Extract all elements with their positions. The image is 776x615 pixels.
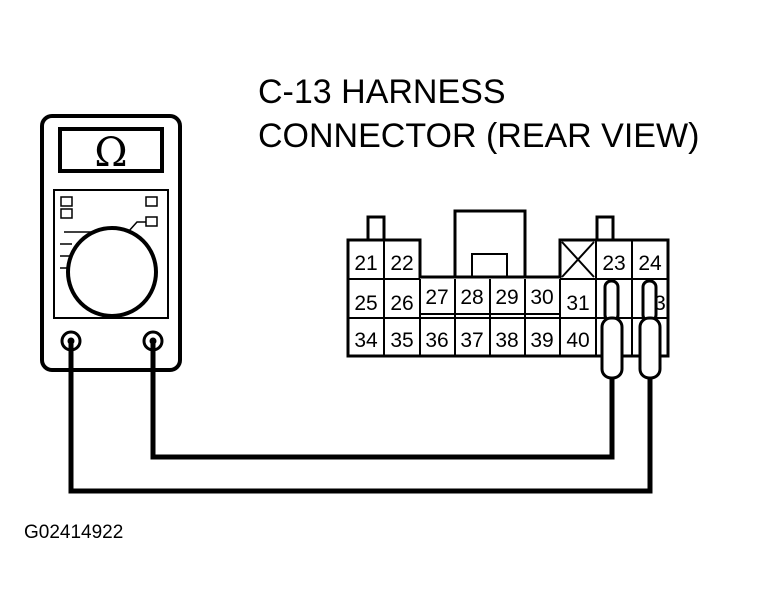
- probe-pin-23: [600, 279, 624, 380]
- pin-28-label: 28: [460, 286, 483, 309]
- figure-code: G02414922: [24, 522, 123, 543]
- title-line-2: CONNECTOR (REAR VIEW): [258, 117, 699, 155]
- pin-36-label: 36: [425, 329, 448, 352]
- pin-38-label: 38: [495, 329, 518, 352]
- title-line-1: C-13 HARNESS: [258, 73, 506, 111]
- pin-35-label: 35: [390, 329, 413, 352]
- range-selector-dial: [66, 226, 158, 318]
- pin-40-label: 40: [566, 329, 589, 352]
- pin-21-label: 21: [354, 252, 377, 275]
- c13-connector: 21 22 23 24 25 26 27 28 29 30 31 3 3 34 …: [346, 209, 670, 358]
- range-selector-indicators: [60, 196, 158, 269]
- test-lead-ohm: [150, 341, 615, 460]
- pin-39-label: 39: [530, 329, 553, 352]
- pin-37-label: 37: [460, 329, 483, 352]
- pin-31-label: 31: [566, 292, 589, 315]
- connector-tab-left: [366, 215, 386, 242]
- probe-pin-24: [638, 279, 662, 380]
- pin-29-label: 29: [495, 286, 518, 309]
- empty-cavity-mark: [561, 241, 595, 278]
- connector-tab-right: [595, 215, 615, 242]
- pin-24-label: 24: [638, 252, 662, 275]
- ohm-symbol: Ω: [94, 130, 127, 176]
- pin-33-label: 3: [654, 292, 666, 315]
- pin-34-label: 34: [354, 329, 378, 352]
- test-lead-com: [68, 341, 653, 494]
- pin-22-label: 22: [390, 252, 413, 275]
- ohmmeter: Ω: [40, 114, 182, 372]
- connector-key: [471, 253, 508, 277]
- pin-30-label: 30: [530, 286, 553, 309]
- meter-display: [58, 127, 164, 173]
- pin-23-label: 23: [602, 252, 625, 275]
- pin-27-label: 27: [425, 286, 448, 309]
- pin-26-label: 26: [390, 292, 413, 315]
- pin-25-label: 25: [354, 292, 377, 315]
- connector-lock: [453, 209, 527, 277]
